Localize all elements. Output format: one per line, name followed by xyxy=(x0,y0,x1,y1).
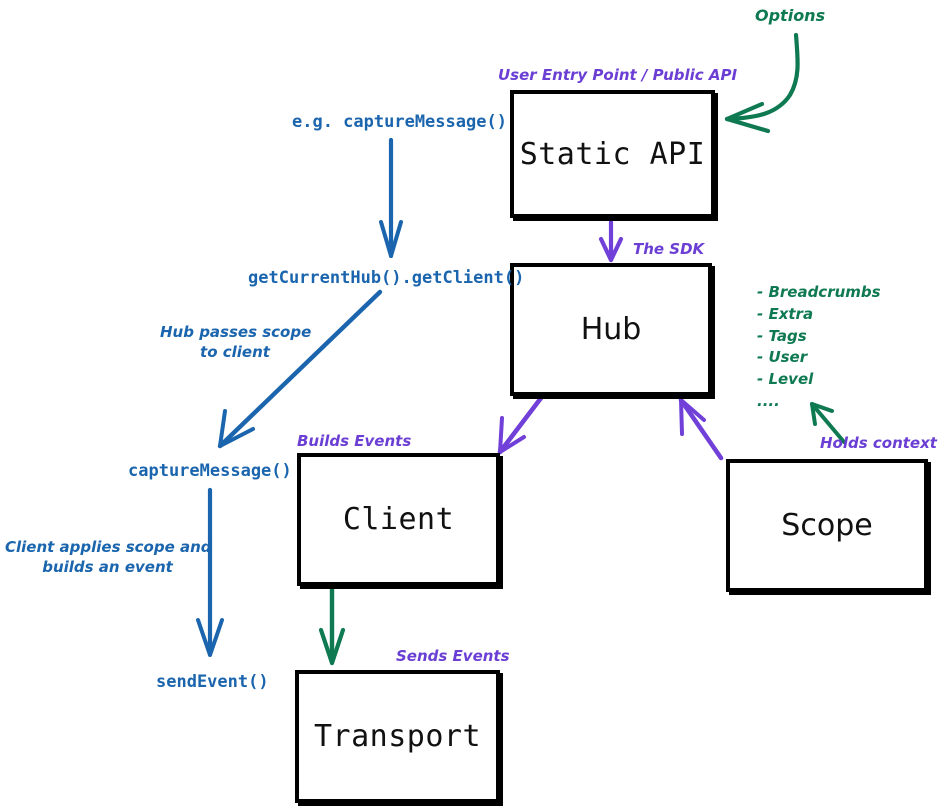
label-options: Options xyxy=(755,6,826,25)
arrow-options-to-static-api xyxy=(724,32,800,134)
label-capture-message: captureMessage() xyxy=(128,461,292,481)
node-static-api[interactable]: Static API xyxy=(510,90,715,218)
context-list-item-ellipsis: .... xyxy=(757,391,780,410)
node-client-label: Client xyxy=(342,502,455,537)
arrow-scope-to-hub xyxy=(678,397,724,461)
label-hub-passes-scope-line1: Hub passes scope xyxy=(160,323,312,341)
label-entry-call: e.g. captureMessage() xyxy=(292,112,507,132)
label-client-applies-scope-line1: Client applies scope and xyxy=(5,538,212,556)
arrow-static-api-to-hub xyxy=(598,219,624,263)
context-list: - Breadcrumbs - Extra - Tags - User - Le… xyxy=(757,282,881,413)
context-list-item-level: - Level xyxy=(757,370,814,388)
label-hub-passes-scope: Hub passes scope to client xyxy=(160,323,312,362)
arrow-hub-to-client xyxy=(497,395,544,455)
label-client-applies-scope: Client applies scope and builds an event xyxy=(5,538,212,577)
label-hub-passes-scope-line2: to client xyxy=(200,342,270,361)
arrow-client-to-transport xyxy=(318,586,346,666)
context-list-item-breadcrumbs: - Breadcrumbs xyxy=(757,283,881,301)
arrow-capture-message-to-send-event xyxy=(196,487,224,657)
node-hub[interactable]: Hub xyxy=(510,263,712,396)
label-get-client: getCurrentHub().getClient() xyxy=(248,268,525,288)
arrow-scope-to-context-list xyxy=(810,402,846,444)
caption-static-api: User Entry Point / Public API xyxy=(498,66,738,84)
node-static-api-label: Static API xyxy=(519,136,706,172)
node-transport[interactable]: Transport xyxy=(295,670,500,803)
context-list-item-tags: - Tags xyxy=(757,326,807,345)
node-scope[interactable]: Scope xyxy=(726,459,928,592)
caption-transport: Sends Events xyxy=(396,647,510,665)
node-client[interactable]: Client xyxy=(297,453,500,586)
node-transport-label: Transport xyxy=(313,719,482,754)
caption-client: Builds Events xyxy=(297,432,412,450)
node-hub-label: Hub xyxy=(580,312,642,347)
caption-scope: Holds context xyxy=(820,434,937,452)
node-scope-label: Scope xyxy=(781,508,873,543)
label-client-applies-scope-line2: builds an event xyxy=(42,557,173,576)
context-list-item-extra: - Extra xyxy=(757,304,814,323)
caption-hub: The SDK xyxy=(633,240,705,258)
arrow-get-client-to-capture-message xyxy=(217,289,383,449)
arrow-entry-call-down xyxy=(379,137,403,258)
context-list-item-user: - User xyxy=(757,348,808,367)
label-send-event: sendEvent() xyxy=(156,672,269,692)
